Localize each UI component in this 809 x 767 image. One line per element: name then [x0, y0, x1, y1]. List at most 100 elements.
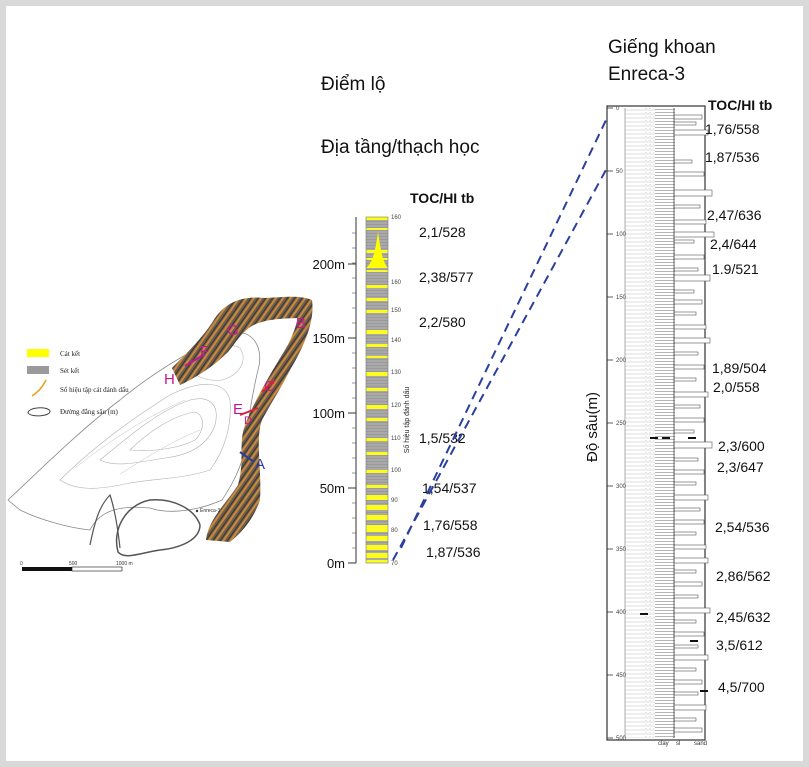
well-value: 2,54/536 — [715, 519, 770, 535]
grain-size-bar — [673, 404, 701, 409]
strat-right-tick-label: 120 — [391, 403, 402, 409]
scale-label-0: 0 — [20, 561, 23, 567]
depth-tick-label: 400 — [616, 610, 627, 616]
sand-layer — [366, 344, 388, 347]
well-value: 3,5/612 — [716, 637, 763, 653]
sand-layer — [366, 418, 388, 421]
strat-right-tick-label: 160 — [391, 215, 402, 221]
well-value: 2,86/562 — [716, 568, 771, 584]
figure-frame: Điểm lộ Địa tầng/thạch học Giếng khoan E… — [6, 6, 803, 761]
contour-outline — [7, 332, 260, 531]
correlation-line-top — [400, 117, 608, 549]
lithology-track — [655, 108, 675, 738]
well-value: 2,0/558 — [713, 379, 760, 395]
sand-layer — [366, 217, 388, 220]
log-mark — [688, 437, 696, 439]
strat-right-tick-label: 140 — [391, 338, 402, 344]
grain-size-bar — [673, 129, 709, 136]
sand-layer — [366, 438, 388, 441]
strat-value: 2,2/580 — [419, 314, 466, 330]
grain-size-bar — [673, 254, 705, 260]
letter-A: A — [255, 456, 265, 473]
legend-sandstone: Cát kết — [60, 350, 80, 358]
well-header: TOC/HI tb — [708, 97, 772, 113]
contour-line — [74, 399, 201, 475]
grain-size-bar — [673, 481, 697, 486]
strat-value: 1,5/532 — [419, 430, 466, 446]
depth-tick-label: 300 — [616, 484, 627, 490]
outcrop-map: B G F H C E D A Enreca-3 Cát kết Sét kết… — [7, 296, 313, 572]
well-bottom-clay: clay — [658, 741, 669, 747]
sand-layer — [366, 388, 388, 391]
well-location-label: Enreca-3 — [200, 508, 221, 514]
well-title-line1: Giếng khoan — [608, 37, 716, 58]
grain-size-bar — [673, 364, 705, 370]
well-depth-label: Độ sâu(m) — [584, 392, 601, 462]
outcrop-band — [172, 296, 312, 385]
claystone-swatch — [27, 366, 49, 374]
letter-C: C — [264, 378, 275, 395]
strat-value: 1,87/536 — [426, 544, 481, 560]
grain-size-bar — [673, 204, 701, 209]
sandstone-swatch — [27, 349, 49, 357]
strat-right-tick-label: 70 — [391, 561, 398, 567]
log-mark — [690, 640, 698, 642]
sand-layer — [366, 310, 388, 313]
map-legend: Cát kết Sét kết Số hiệu tập cát đánh dấu… — [27, 349, 129, 417]
grain-size-bar — [673, 377, 697, 382]
strat-y-tick-label: 50m — [320, 481, 345, 496]
grain-size-bar — [673, 581, 703, 587]
log-mark — [700, 690, 708, 692]
grain-size-bar — [673, 351, 699, 356]
outcrop-title: Điểm lộ — [321, 74, 385, 95]
strat-value: 1,76/558 — [423, 517, 478, 533]
legend-marker: Số hiệu tập cát đánh dấu — [60, 386, 129, 394]
grain-size-bar — [673, 507, 701, 512]
strat-value: 1,54/537 — [422, 480, 477, 496]
strat-right-tick-label: 160 — [391, 280, 402, 286]
well-value: 2,4/644 — [710, 236, 757, 252]
grain-size-bar — [673, 441, 713, 449]
grain-size-bar — [673, 519, 705, 525]
grain-size-bar — [673, 619, 697, 624]
strat-values: 2,1/5282,38/5772,2/5801,5/5321,54/5371,7… — [419, 224, 481, 560]
well-value: 1,87/536 — [705, 149, 760, 165]
grain-size-bar — [673, 679, 703, 685]
sand-layer — [366, 405, 388, 409]
section-marker — [239, 407, 259, 416]
sand-layer — [366, 525, 388, 532]
well-value: 1,89/504 — [712, 360, 767, 376]
strat-right-tick-label: 110 — [391, 436, 401, 442]
grain-size-bar — [673, 569, 697, 574]
letter-H: H — [164, 371, 175, 388]
legend-claystone: Sét kết — [60, 367, 79, 375]
lake-outline — [115, 499, 201, 557]
grain-size-bar — [673, 727, 703, 733]
depth-tick-label: 450 — [616, 673, 627, 679]
grain-size-bar — [673, 644, 699, 649]
grain-size-bar — [673, 607, 711, 614]
grain-size-bar — [673, 171, 705, 177]
legend-contour: Đường đẳng sâu (m) — [60, 408, 119, 416]
lithology-track — [625, 108, 655, 738]
well-value: 1.9/521 — [712, 261, 759, 277]
grain-size-bar — [673, 114, 703, 120]
contour-line — [129, 411, 203, 451]
well-location-dot — [195, 509, 199, 513]
grain-size-bar — [673, 557, 709, 564]
depth-tick-label: 150 — [616, 295, 627, 301]
depth-tick-label: 0 — [616, 106, 620, 112]
strat-y-tick-label: 100m — [312, 406, 345, 421]
strat-right-tick-label: 80 — [391, 528, 398, 534]
well-bottom-sand: sand — [694, 741, 707, 747]
letter-F: F — [200, 343, 209, 360]
depth-tick-label: 250 — [616, 421, 627, 427]
sand-layer — [366, 298, 388, 301]
scale-bar: 0 500 1000 m — [20, 561, 133, 572]
letter-B: B — [296, 315, 306, 332]
strat-minor-ticks — [352, 232, 356, 564]
grain-size-bar — [673, 717, 697, 722]
